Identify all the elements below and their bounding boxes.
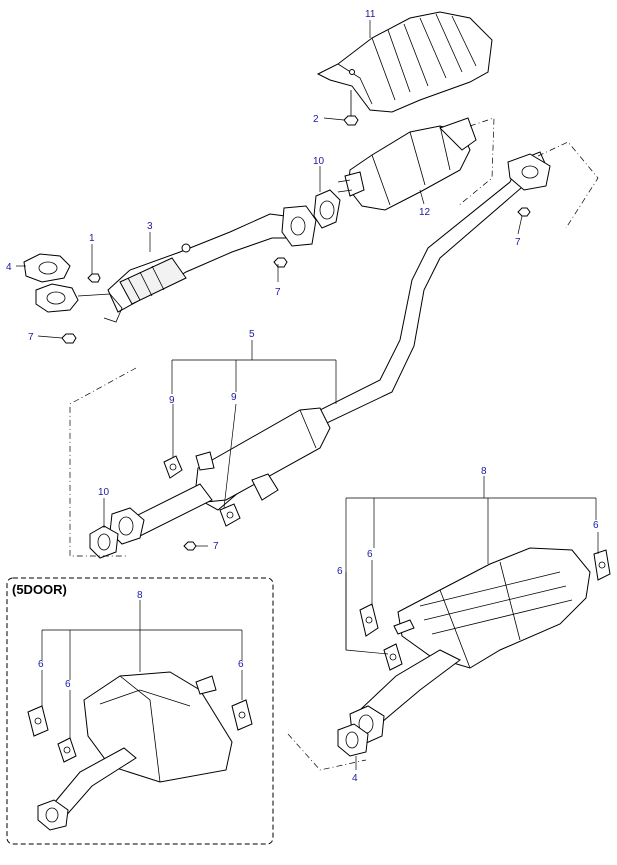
inset-hanger-6b bbox=[57, 737, 77, 763]
catalytic-converter bbox=[337, 117, 477, 211]
callout-6-inset-left: 6 bbox=[38, 659, 44, 670]
callout-3: 3 bbox=[147, 221, 153, 232]
inset-hanger-6c bbox=[231, 699, 253, 731]
callout-6-right: 6 bbox=[593, 520, 599, 531]
callout-7-front: 7 bbox=[28, 332, 34, 343]
callout-4-rear: 4 bbox=[352, 773, 358, 784]
nut-7-front bbox=[61, 333, 77, 344]
nut-7-center bbox=[183, 541, 197, 551]
leader-lines bbox=[16, 20, 599, 770]
center-muffler bbox=[109, 407, 331, 545]
inset-title: (5DOOR) bbox=[12, 582, 67, 597]
callout-8-inset: 8 bbox=[137, 590, 143, 601]
gasket-4-rear bbox=[337, 723, 369, 757]
rubber-hanger-6b bbox=[383, 643, 403, 671]
rubber-hanger-6c bbox=[593, 549, 611, 581]
callout-9a: 9 bbox=[169, 395, 175, 406]
nut-7-rear-pipe bbox=[517, 207, 531, 217]
callout-4-front: 4 bbox=[6, 262, 12, 273]
callout-7-pipe: 7 bbox=[275, 287, 281, 298]
front-pipe bbox=[107, 205, 317, 313]
callout-8-main: 8 bbox=[481, 466, 487, 477]
nut-7-pipe bbox=[273, 257, 288, 268]
callout-5: 5 bbox=[249, 329, 255, 340]
rubber-hanger-9b bbox=[219, 503, 241, 527]
callout-11: 11 bbox=[365, 9, 376, 20]
callout-10-lower: 10 bbox=[98, 487, 110, 498]
callout-1: 1 bbox=[89, 233, 95, 244]
callout-6-left: 6 bbox=[337, 566, 343, 577]
callout-2: 2 bbox=[313, 114, 319, 125]
nut-1 bbox=[87, 273, 101, 283]
callout-12: 12 bbox=[419, 207, 431, 218]
callout-7-center: 7 bbox=[213, 541, 219, 552]
rubber-hanger-9a bbox=[163, 455, 183, 479]
inset-rear-muffler bbox=[37, 671, 233, 831]
rubber-hanger-6a bbox=[359, 603, 379, 637]
inset-hanger-6a bbox=[27, 705, 49, 737]
inset-5door-frame bbox=[6, 577, 274, 845]
front-flange-gasket bbox=[23, 253, 123, 323]
callout-9b: 9 bbox=[231, 392, 237, 403]
nut-2 bbox=[343, 90, 359, 126]
callout-10-upper: 10 bbox=[313, 156, 325, 167]
heat-protector bbox=[316, 11, 493, 113]
gasket-10-upper bbox=[313, 189, 341, 229]
rear-muffler bbox=[349, 547, 591, 745]
callout-6-mid: 6 bbox=[367, 549, 373, 560]
callout-6-inset-mid: 6 bbox=[65, 679, 71, 690]
callout-7-rear-pipe: 7 bbox=[515, 237, 521, 248]
callout-6-inset-right: 6 bbox=[238, 659, 244, 670]
